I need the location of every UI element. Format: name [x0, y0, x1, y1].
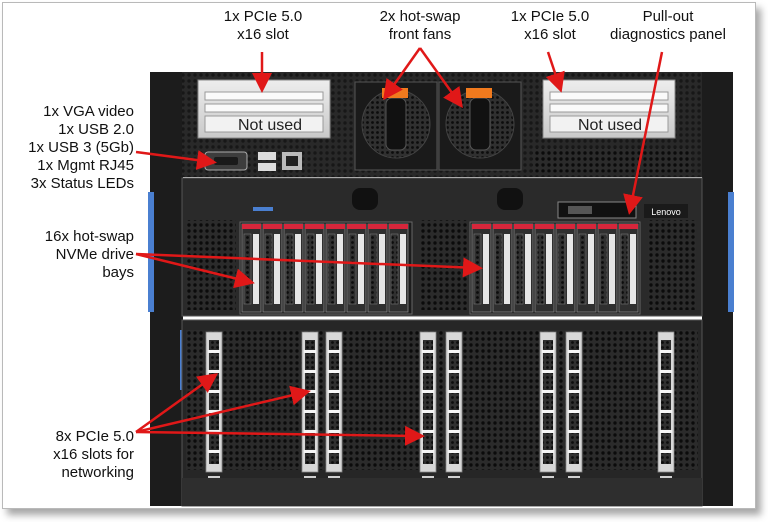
networking-slot — [301, 331, 319, 484]
networking-slot — [657, 331, 675, 484]
drive-bay — [555, 223, 576, 313]
usb-port-1 — [258, 152, 276, 160]
drive-bay — [283, 223, 304, 313]
not-used-label-left: Not used — [238, 117, 302, 134]
drive-bay — [618, 223, 639, 313]
networking-slot — [325, 331, 343, 484]
networking-slot — [445, 331, 463, 484]
usb-port-2 — [258, 163, 276, 171]
drive-bay — [346, 223, 367, 313]
lenovo-logo: Lenovo — [651, 207, 681, 217]
drive-bay — [513, 223, 534, 313]
drive-bay — [576, 223, 597, 313]
drive-bay — [367, 223, 388, 313]
drive-bay — [534, 223, 555, 313]
networking-slot — [565, 331, 583, 484]
drive-bay — [325, 223, 346, 313]
drive-bay — [597, 223, 618, 313]
right-rack-ear — [702, 72, 733, 506]
left-rack-ear — [150, 72, 183, 506]
drive-bay — [492, 223, 513, 313]
networking-slot — [539, 331, 557, 484]
drive-bay — [304, 223, 325, 313]
drive-bay — [388, 223, 409, 313]
drive-bay — [262, 223, 283, 313]
callout-arrows — [135, 47, 664, 446]
networking-slot — [205, 331, 223, 484]
drive-bay — [241, 223, 262, 313]
not-used-label-right: Not used — [578, 117, 642, 134]
networking-slot — [419, 331, 437, 484]
